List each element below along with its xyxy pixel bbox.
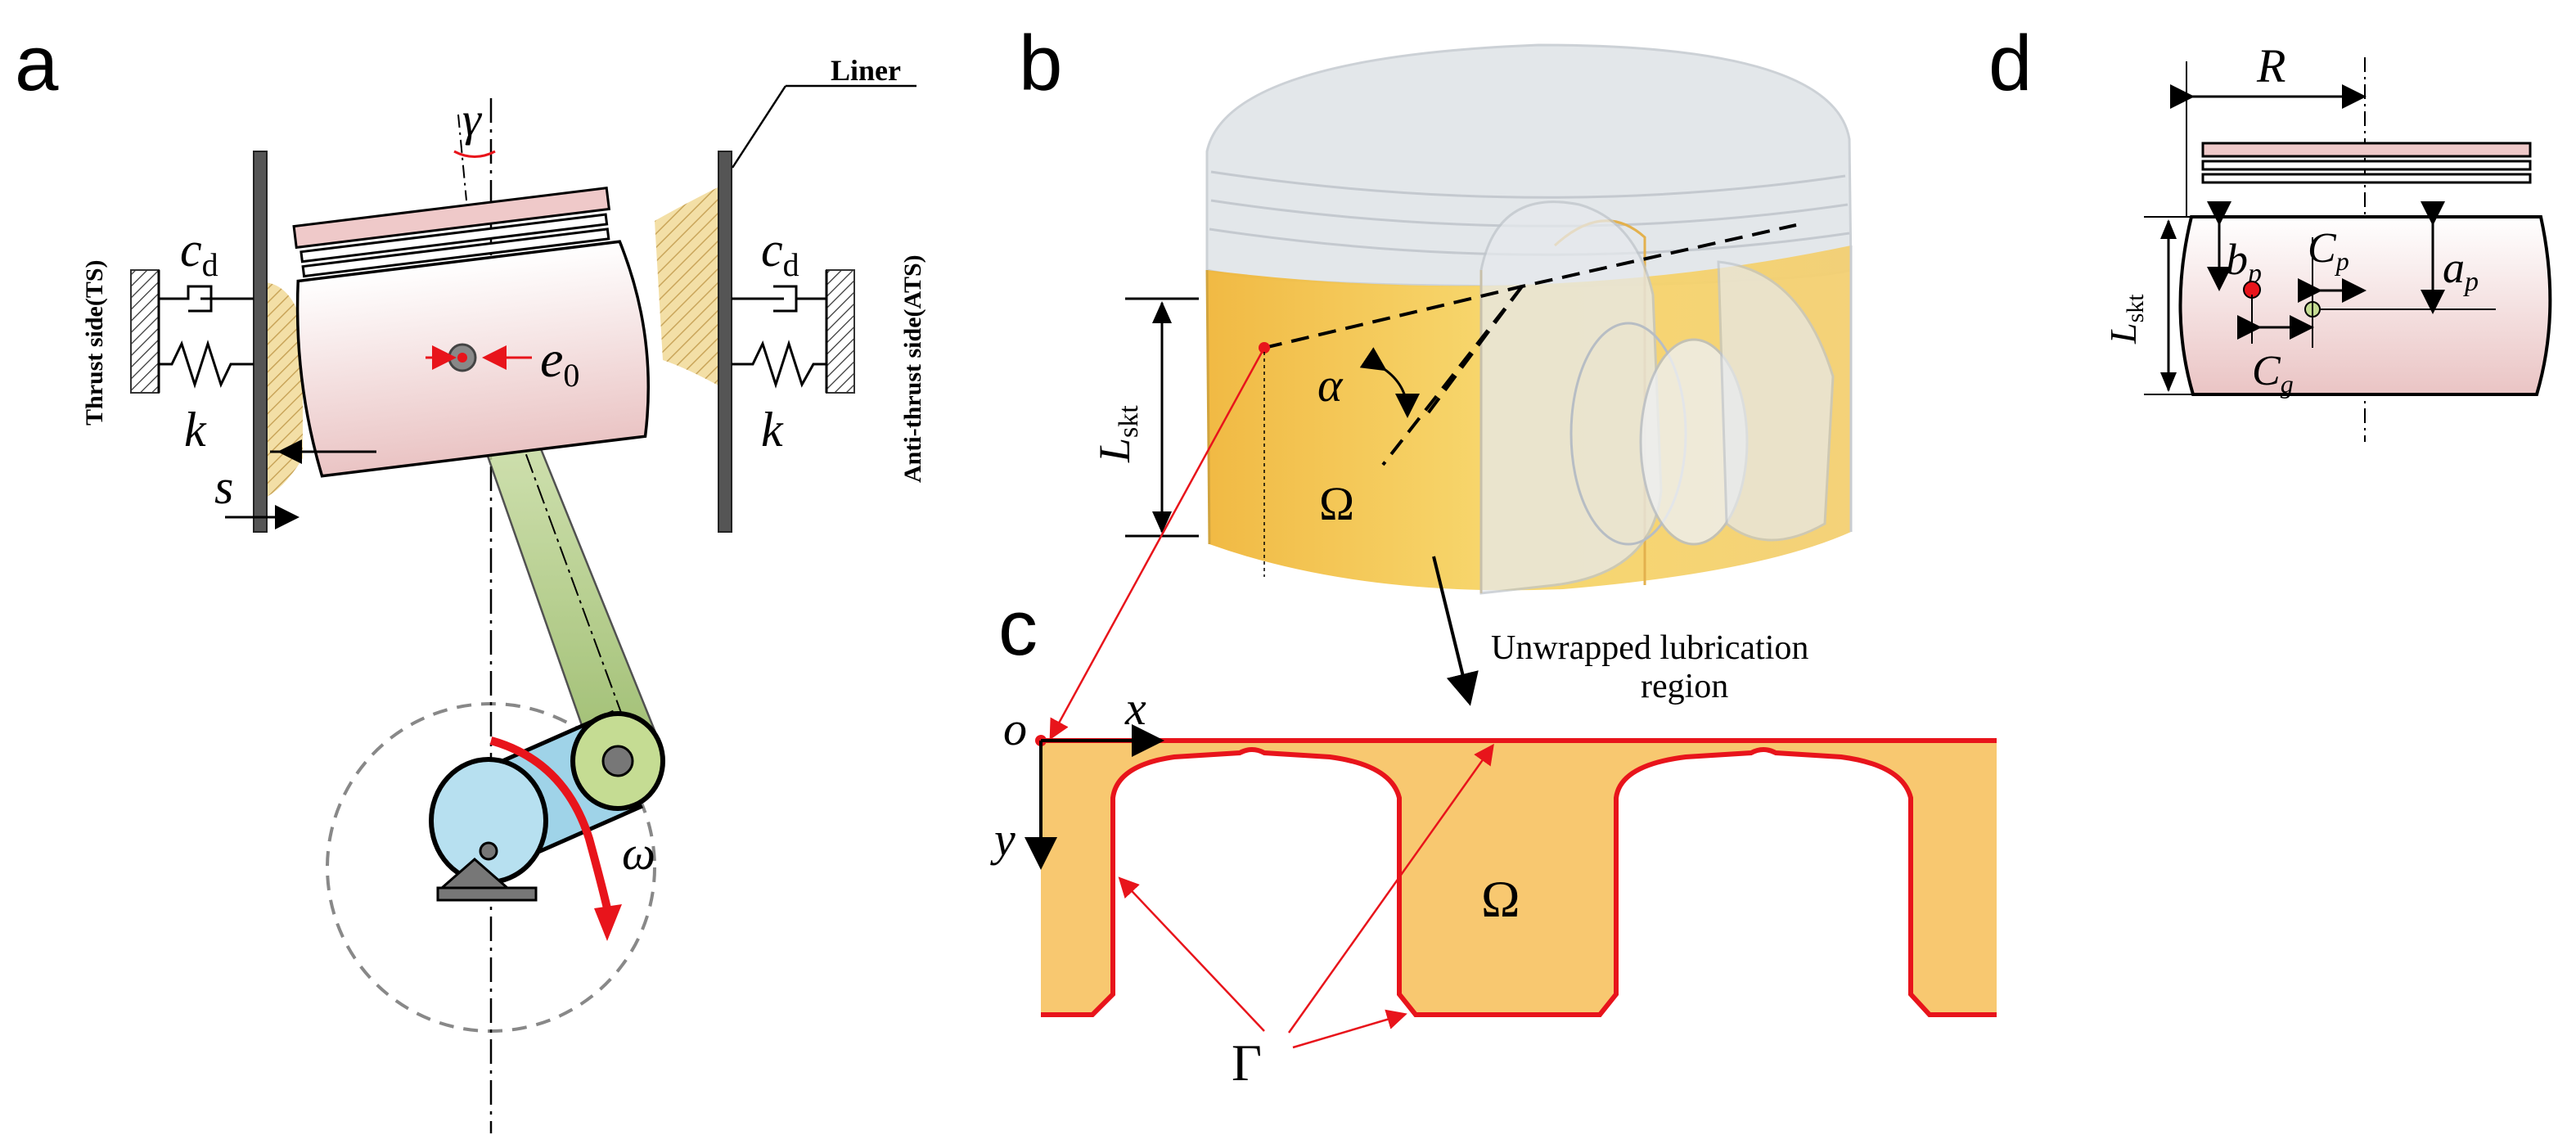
panel-c: c Unwrapped lubrication region o x y Ω Γ — [990, 584, 1997, 1092]
d-lskt-label: Lskt — [2102, 294, 2149, 345]
cg-label: Cg — [2252, 348, 2294, 399]
liner-label: Liner — [831, 54, 901, 87]
alpha-dashed-lines — [1263, 223, 1797, 466]
panel-c-letter: c — [998, 584, 1038, 672]
s-label: s — [214, 460, 233, 514]
damper-left — [159, 285, 211, 300]
piston-internals — [1479, 200, 1663, 595]
d-piston-skirt — [2178, 215, 2552, 396]
x-label: x — [1124, 682, 1146, 735]
liner-right — [718, 151, 732, 533]
k-right: k — [761, 403, 784, 457]
spring-right — [732, 340, 826, 389]
d-ring-2 — [2201, 160, 2532, 171]
ground-left — [130, 269, 160, 394]
c-omega-label: Ω — [1481, 870, 1520, 928]
crank-end — [429, 757, 548, 885]
omega-label: ω — [622, 826, 655, 880]
panel-a: a Liner cd k cd k Thrust side( — [15, 20, 926, 1133]
spring-left — [159, 340, 254, 389]
e0-label: e0 — [540, 330, 579, 394]
cd-left: cd — [180, 223, 218, 283]
oil-film-right — [655, 184, 724, 389]
boundary-gamma — [1041, 738, 1997, 1017]
omega-arrow — [489, 736, 611, 910]
gamma-label: γ — [462, 92, 483, 146]
ground-right — [826, 269, 855, 394]
gamma-cap-label: Γ — [1232, 1034, 1262, 1092]
R-label: R — [2256, 39, 2286, 92]
ring-1 — [292, 187, 611, 250]
piston-a — [292, 187, 651, 478]
lubrication-region — [1041, 741, 1997, 1015]
unwrapped-label-line2: region — [1641, 668, 1728, 705]
k-left: k — [184, 403, 207, 457]
d-ring-1 — [2201, 142, 2532, 158]
origin-label: o — [1003, 702, 1027, 755]
ring-2 — [299, 213, 609, 263]
panel-d: d R Lskt bp Cp Cg ap — [1988, 20, 2552, 442]
b-lskt-label: Lskt — [1090, 405, 1144, 463]
y-label: y — [990, 813, 1016, 866]
panel-b-letter: b — [1019, 20, 1062, 107]
b-omega-label: Ω — [1319, 477, 1354, 530]
liner-left — [253, 151, 268, 533]
ap-label: ap — [2443, 243, 2479, 297]
unwrapped-label-line1: Unwrapped lubrication — [1491, 629, 1808, 667]
d-ring-3 — [2201, 173, 2532, 184]
anti-thrust-side-label: Anti-thrust side(ATS) — [899, 254, 926, 483]
cp-label: Cp — [2308, 225, 2349, 276]
panel-a-letter: a — [15, 20, 59, 107]
piston-crown-translucent — [1205, 43, 1853, 288]
alpha-label: α — [1317, 358, 1344, 412]
ring-3 — [301, 227, 610, 278]
thrust-side-label: Thrust side(TS) — [81, 259, 108, 426]
panel-d-letter: d — [1988, 20, 2032, 107]
cd-right: cd — [761, 223, 799, 283]
panel-b: b Lskt α Ω — [1019, 20, 1853, 741]
